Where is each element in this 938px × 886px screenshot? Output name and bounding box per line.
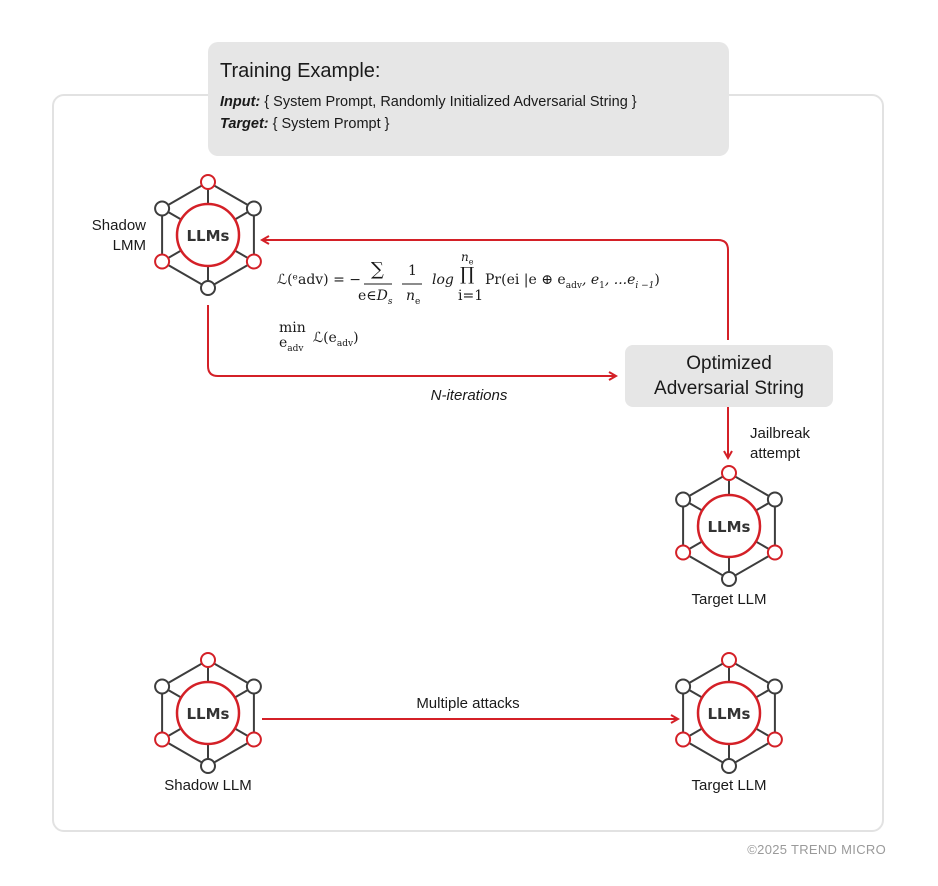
llms-icon-text: LLMs (187, 227, 230, 245)
probability-dots: , ...e (604, 272, 636, 288)
optimized-adversarial-string-box: Optimized Adversarial String (625, 345, 833, 407)
product-superscript-n: n (461, 250, 469, 264)
llm-network-icon: LLMs (675, 652, 783, 774)
sum-subscript: e∈Ds (358, 288, 393, 307)
log-symbol: log (432, 272, 454, 288)
training-input-key: Input: (220, 94, 261, 110)
network-node (766, 491, 783, 508)
network-node (675, 491, 692, 508)
training-target-line: Target: { System Prompt } (220, 113, 717, 135)
product-symbol: ∏ (460, 264, 475, 285)
training-target-key: Target: (220, 116, 269, 132)
network-node (200, 758, 216, 774)
network-node (766, 731, 783, 748)
network-node (200, 174, 216, 190)
llm-network-icon: LLMs (154, 652, 262, 774)
network-node (245, 200, 262, 217)
network-node (721, 571, 737, 587)
llm-network-icon: LLMs (675, 465, 783, 587)
network-node (154, 731, 171, 748)
network-node (721, 652, 737, 668)
probability-term: Pr(ei |e ⊕ eadv, e1, ...ei −1) (485, 272, 660, 291)
network-node (245, 253, 262, 270)
llms-icon-text: LLMs (708, 705, 751, 723)
jailbreak-line2: attempt (750, 445, 801, 462)
feedback-arrow (262, 240, 729, 340)
target-llm-top-label: Target LLM (691, 591, 767, 608)
probability-close: ) (654, 272, 660, 288)
network-node (154, 678, 171, 695)
sum-subscript-set: D (376, 288, 388, 304)
network-node (766, 544, 783, 561)
min-subscript: eadv (279, 335, 304, 354)
min-subscript-adv: adv (287, 343, 304, 354)
product-superscript: ne (461, 250, 473, 266)
network-node (675, 678, 692, 695)
probability-last-sub: i −1 (635, 280, 655, 291)
target-llm-bottom-label: Target LLM (691, 777, 767, 794)
optimized-line1: Optimized (686, 353, 772, 374)
network-node (154, 253, 171, 270)
multiple-attacks-label: Multiple attacks (416, 695, 520, 712)
jailbreak-line1: Jailbreak (750, 425, 811, 442)
sum-subscript-set-index: s (387, 296, 393, 307)
shadow-lmm-label-line1: Shadow (91, 217, 146, 234)
shadow-llm-bottom-label: Shadow LLM (164, 777, 252, 794)
loss-formula-lhs: ℒ(ᵉadv) = − (277, 272, 362, 288)
llm-network-icon: LLMs (154, 174, 262, 296)
fraction-denominator: ne (406, 288, 420, 307)
training-input-line: Input: { System Prompt, Randomly Initial… (220, 91, 717, 113)
network-node (766, 678, 783, 695)
fraction-numerator: 1 (408, 263, 417, 279)
training-target-value: { System Prompt } (272, 116, 390, 132)
product-subscript: i=1 (458, 288, 484, 304)
training-example-title: Training Example: (220, 60, 381, 82)
fraction-denominator-n: n (406, 288, 416, 304)
probability-rest: , e (581, 272, 600, 288)
jailbreak-attempt-label: Jailbreak attempt (750, 424, 810, 464)
training-example-box: Training Example: Input: { System Prompt… (208, 42, 729, 156)
n-iterations-label: N-iterations (430, 387, 508, 404)
iteration-arrow (207, 305, 616, 376)
network-node (200, 652, 216, 668)
copyright-text: ©2025 TREND MICRO (747, 842, 886, 857)
min-loss: ℒ(eadv) (313, 330, 359, 349)
min-loss-head: ℒ(e (313, 330, 337, 346)
probability-e1-sub: 1 (599, 280, 605, 291)
probability-head: Pr(ei |e ⊕ e (485, 272, 566, 288)
optimized-line2: Adversarial String (654, 378, 804, 399)
shadow-lmm-label-line2: LMM (112, 237, 146, 254)
sum-symbol: ∑ (371, 259, 384, 280)
network-node (721, 758, 737, 774)
network-node (675, 731, 692, 748)
network-node (200, 280, 216, 296)
min-word: min (279, 320, 306, 336)
shadow-lmm-label: Shadow LMM (92, 216, 146, 256)
product-superscript-sub: e (468, 257, 474, 267)
min-subscript-e: e (279, 335, 288, 351)
probability-adv-sub: adv (565, 280, 582, 291)
sum-subscript-text: e∈ (358, 288, 377, 304)
llms-icon-text: LLMs (708, 518, 751, 536)
network-node (245, 678, 262, 695)
network-node (675, 544, 692, 561)
network-node (154, 200, 171, 217)
llms-icon-text: LLMs (187, 705, 230, 723)
network-node (721, 465, 737, 481)
training-input-value: { System Prompt, Randomly Initialized Ad… (264, 94, 637, 110)
network-node (245, 731, 262, 748)
min-loss-sub: adv (336, 338, 354, 349)
min-loss-close: ) (353, 330, 359, 346)
fraction-denominator-sub: e (415, 296, 421, 307)
